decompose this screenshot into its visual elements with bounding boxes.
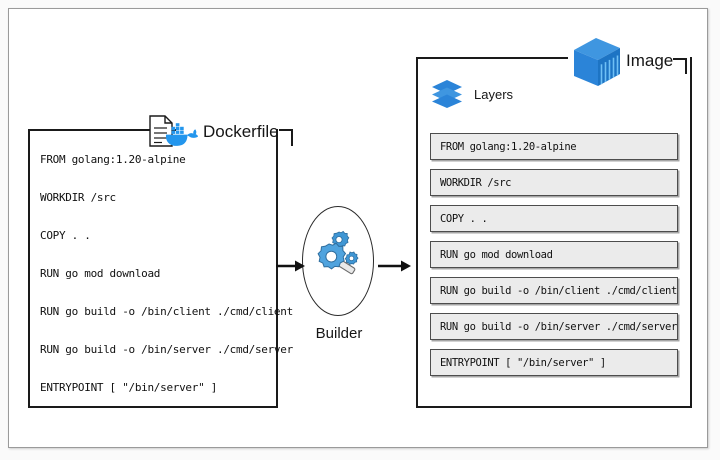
layer-row: RUN go build -o /bin/client ./cmd/client	[430, 277, 678, 304]
cube-icon	[568, 36, 624, 88]
dockerfile-label-text: Dockerfile	[203, 121, 279, 141]
dockerfile-instruction: ENTRYPOINT [ "/bin/server" ]	[40, 381, 218, 394]
docker-whale-icon	[165, 122, 199, 148]
layer-text: FROM golang:1.20-alpine	[440, 140, 577, 153]
layer-row: WORKDIR /src	[430, 169, 678, 196]
panel-edge-right	[276, 129, 278, 408]
builder-label: Builder	[315, 325, 363, 342]
panel-edge-top-left	[416, 57, 568, 59]
layers-heading-text: Layers	[474, 86, 514, 102]
panel-edge-top-left	[28, 129, 176, 131]
dockerfile-instruction: RUN go build -o /bin/client ./cmd/client	[40, 305, 293, 318]
layers-heading-row: Layers	[430, 79, 513, 109]
dockerfile-label-bracket	[278, 116, 293, 146]
image-panel: Layers FROM golang:1.20-alpine WORKDIR /…	[416, 57, 692, 408]
layer-row: ENTRYPOINT [ "/bin/server" ]	[430, 349, 678, 376]
dockerfile-instruction: RUN go mod download	[40, 267, 161, 280]
image-label-text: Image	[626, 50, 674, 70]
layer-text: ENTRYPOINT [ "/bin/server" ]	[440, 356, 606, 369]
dockerfile-instruction: RUN go build -o /bin/server ./cmd/server	[40, 343, 293, 356]
layer-text: RUN go mod download	[440, 248, 553, 261]
gears-wrench-icon	[312, 228, 366, 288]
layer-row: RUN go build -o /bin/server ./cmd/server	[430, 313, 678, 340]
layer-row: RUN go mod download	[430, 241, 678, 268]
dockerfile-label-tab: Dockerfile	[148, 115, 293, 148]
dockerfile-instruction: WORKDIR /src	[40, 191, 116, 204]
stacked-layers-icon	[430, 79, 464, 109]
dockerfile-instruction: COPY . .	[40, 229, 91, 242]
layer-text: RUN go build -o /bin/server ./cmd/server	[440, 320, 677, 333]
panel-edge-left	[416, 57, 418, 408]
panel-edge-right	[690, 57, 692, 408]
layer-text: WORKDIR /src	[440, 176, 512, 189]
layer-text: RUN go build -o /bin/client ./cmd/client	[440, 284, 677, 297]
dockerfile-instruction: FROM golang:1.20-alpine	[40, 153, 186, 166]
image-label-tab: Image	[568, 38, 688, 86]
layer-row: COPY . .	[430, 205, 678, 232]
dockerfile-panel: FROM golang:1.20-alpine WORKDIR /src COP…	[28, 129, 293, 408]
builder-group: Builder	[302, 206, 378, 356]
panel-edge-bottom	[28, 406, 278, 408]
panel-edge-bottom	[416, 406, 692, 408]
panel-edge-left	[28, 129, 30, 408]
arrow-right-icon	[276, 258, 306, 274]
arrow-right-icon	[378, 258, 412, 274]
layer-text: COPY . .	[440, 212, 488, 225]
dockerfile-instruction-list: FROM golang:1.20-alpine WORKDIR /src COP…	[40, 141, 293, 402]
image-label-bracket	[673, 44, 688, 74]
layer-row: FROM golang:1.20-alpine	[430, 133, 678, 160]
layer-list: FROM golang:1.20-alpine WORKDIR /src COP…	[430, 133, 678, 385]
